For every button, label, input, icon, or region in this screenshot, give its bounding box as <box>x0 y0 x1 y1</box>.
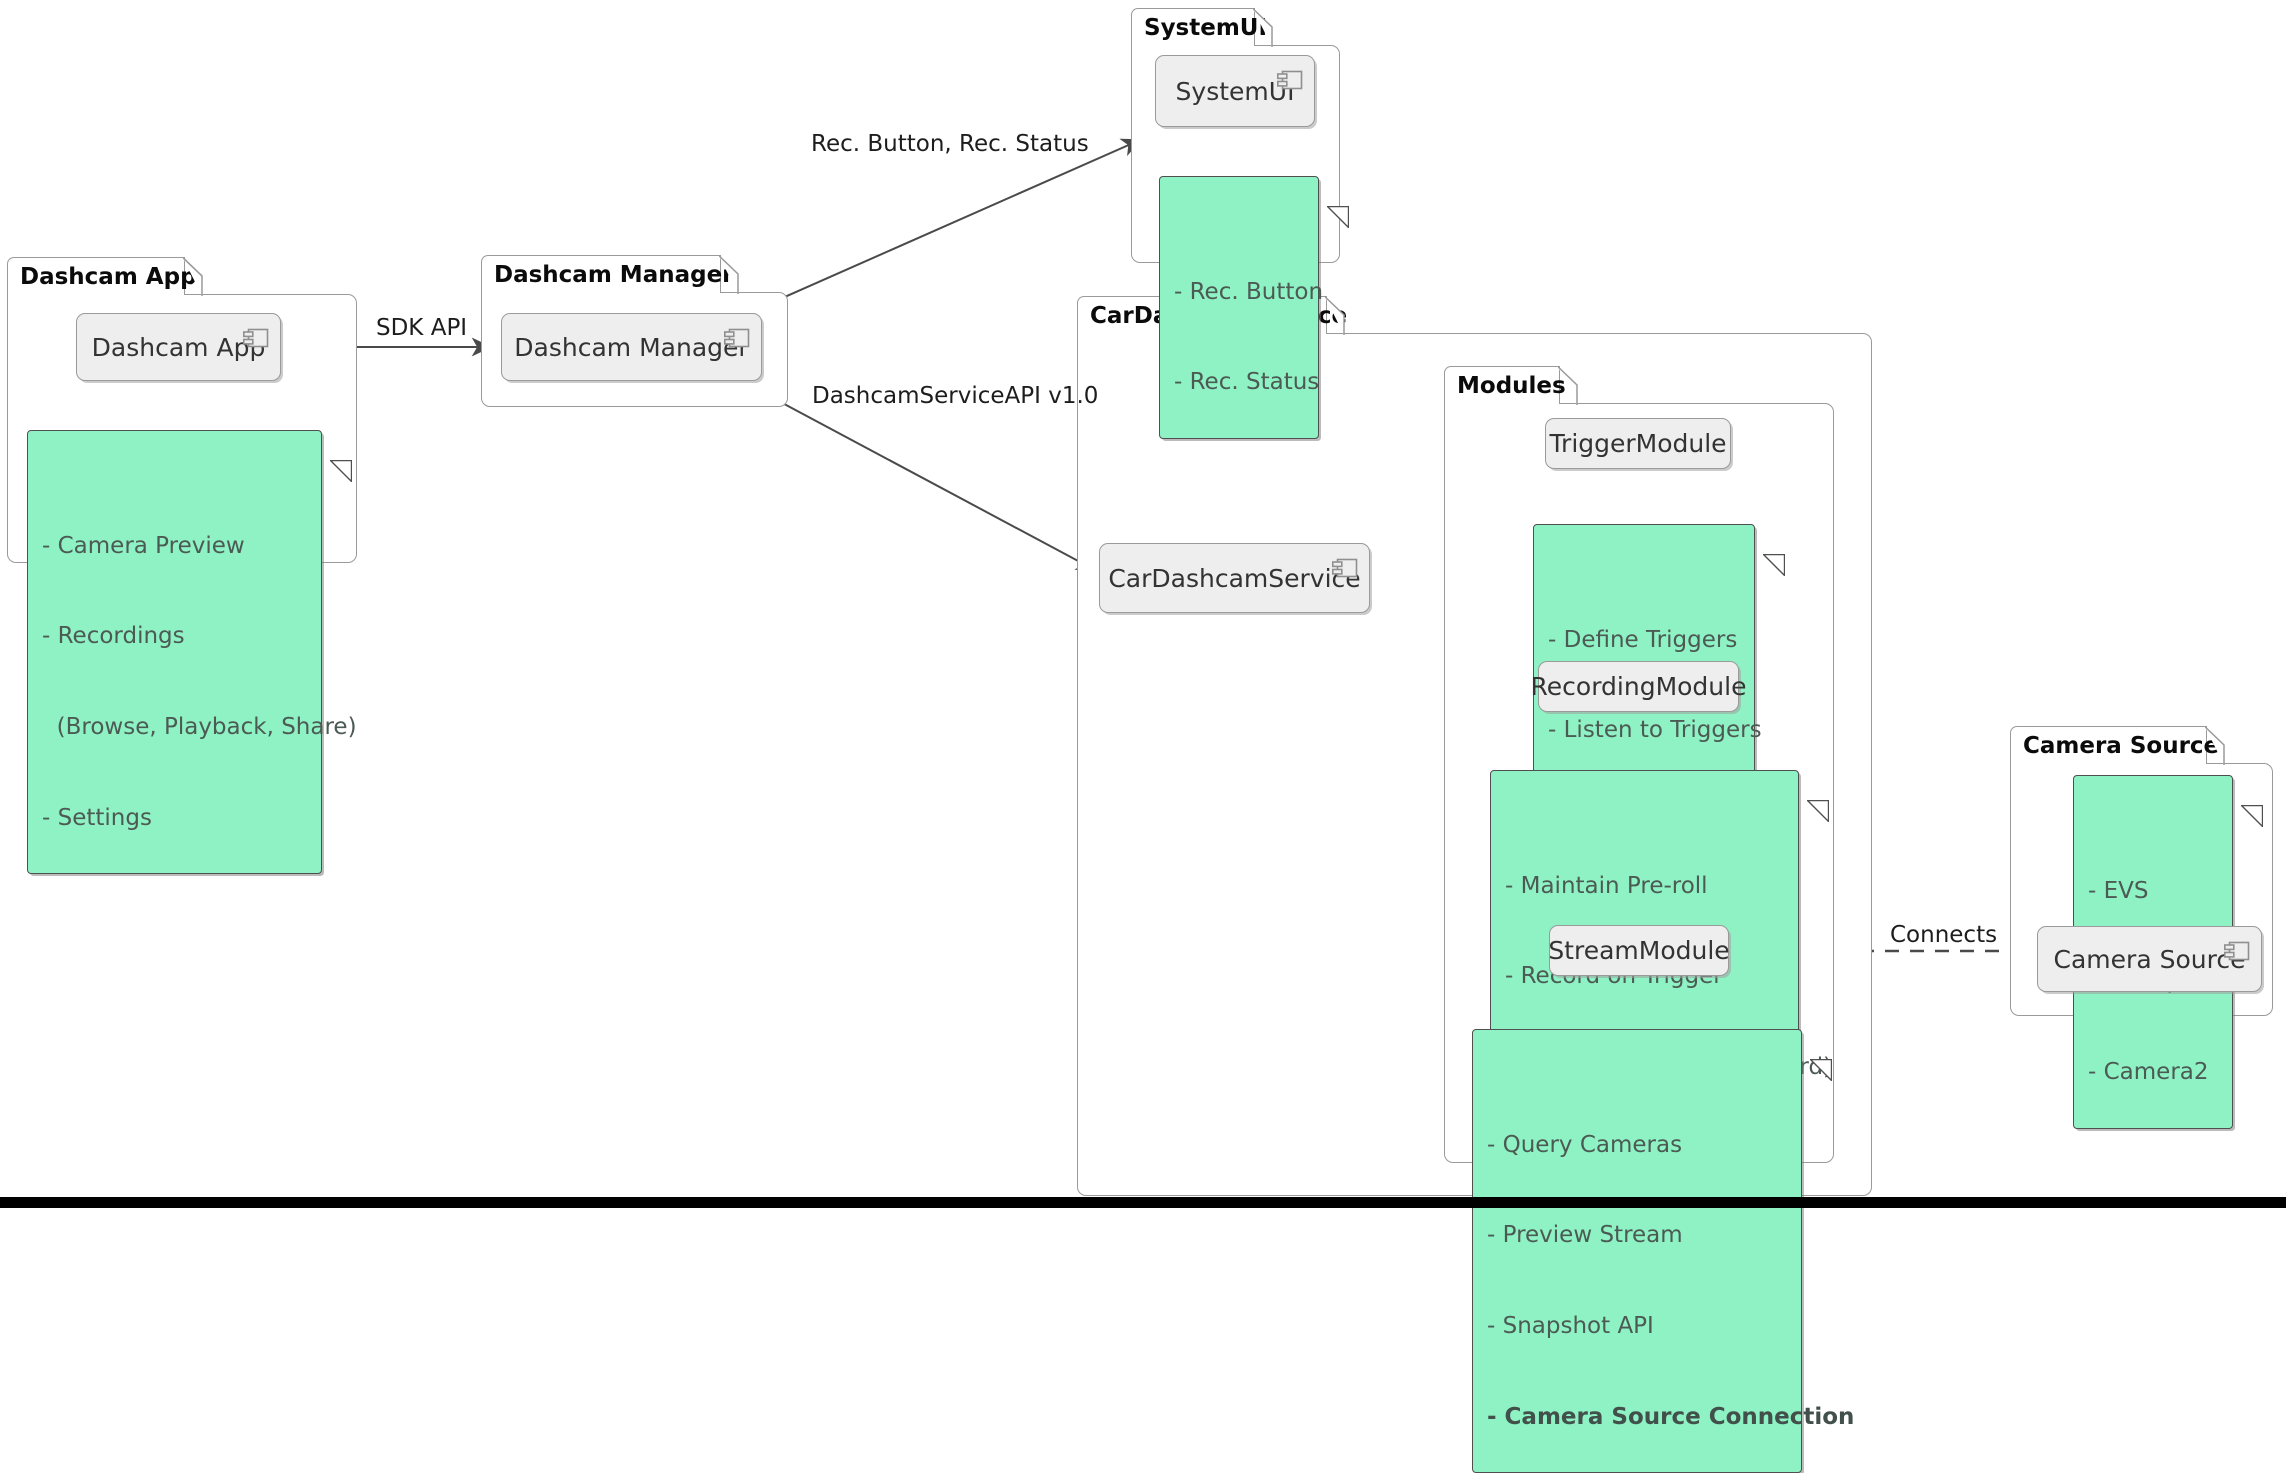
note-fold <box>1298 176 1349 229</box>
component-dashcam-app[interactable]: Dashcam App <box>76 313 281 381</box>
note-system-ui: - Rec. Button - Rec. Status <box>1159 176 1349 439</box>
component-label: RecordingModule <box>1530 672 1747 701</box>
edge-label-rec-button-status: Rec. Button, Rec. Status <box>811 131 1089 157</box>
package-label: Dashcam Manager <box>494 261 734 288</box>
component-stream-module[interactable]: StreamModule <box>1548 925 1730 976</box>
edge-label-sdk-api: SDK API <box>376 315 467 341</box>
edge-label-text: Connects <box>1890 922 1998 948</box>
package-label: SystemUI <box>1144 14 1268 41</box>
component-camera-source[interactable]: Camera Source <box>2037 926 2262 992</box>
note-line: - Listen to Triggers <box>1548 717 1762 744</box>
note-line: - Recordings <box>42 623 185 650</box>
note-fold <box>1781 1029 1832 1082</box>
note-fold <box>1778 770 1829 823</box>
package-title-dashcam-manager: Dashcam Manager <box>481 254 739 294</box>
note-line: - EVS <box>2088 877 2149 904</box>
edge-label-dashcam-service-api: DashcamServiceAPI v1.0 <box>812 383 1098 409</box>
package-label: Modules <box>1457 372 1566 399</box>
package-title-system-ui: SystemUI <box>1131 7 1273 47</box>
note-line: - Rec. Status <box>1174 369 1320 396</box>
component-icon <box>1277 67 1303 90</box>
note-fold <box>301 430 352 483</box>
note-stream-module: - Query Cameras - Preview Stream - Snaps… <box>1472 1029 1855 1473</box>
component-label: CarDashcamService <box>1108 563 1361 593</box>
note-line: - Rec. Button <box>1174 278 1324 305</box>
package-title-modules: Modules <box>1444 365 1578 405</box>
component-trigger-module[interactable]: TriggerModule <box>1545 418 1731 469</box>
package-label: Dashcam App <box>20 263 197 290</box>
edge-label-text: Rec. Button, Rec. Status <box>811 131 1089 157</box>
note-line: - Define Triggers <box>1548 626 1738 653</box>
note-line: (Browse, Playback, Share) <box>42 714 357 741</box>
edge-label-text: DashcamServiceAPI v1.0 <box>812 383 1099 409</box>
note-line: - Snapshot API <box>1487 1313 1654 1340</box>
tab-slope <box>719 254 739 294</box>
edge-rec-button-status <box>727 138 1142 323</box>
component-label: TriggerModule <box>1549 429 1727 458</box>
note-fold <box>2212 775 2263 828</box>
note-line: - Maintain Pre-roll <box>1505 872 1708 899</box>
tab-slope <box>1325 295 1345 335</box>
component-icon <box>2224 938 2250 961</box>
note-line: - Preview Stream <box>1487 1222 1683 1249</box>
package-label: Camera Source <box>2023 732 2220 759</box>
component-icon <box>1332 555 1358 578</box>
tab-slope <box>2205 725 2225 765</box>
component-recording-module[interactable]: RecordingModule <box>1531 661 1746 712</box>
edge-label-text: SDK API <box>376 315 468 341</box>
component-system-ui[interactable]: SystemUI <box>1155 55 1315 127</box>
note-dashcam-app: - Camera Preview - Recordings (Browse, P… <box>27 430 357 875</box>
component-label: StreamModule <box>1548 936 1730 965</box>
component-label: Camera Source <box>2053 944 2246 974</box>
package-title-dashcam-app: Dashcam App <box>7 256 203 296</box>
component-icon <box>243 325 269 348</box>
component-dashcam-manager[interactable]: Dashcam Manager <box>501 313 762 381</box>
edge-label-connects: Connects <box>1890 922 1997 948</box>
note-line: - Camera Preview <box>42 532 245 559</box>
component-car-dashcam-service[interactable]: CarDashcamService <box>1099 543 1370 613</box>
note-line: - Camera2 <box>2088 1059 2209 1086</box>
component-label: Dashcam Manager <box>514 332 749 362</box>
package-title-camera-source: Camera Source <box>2010 725 2225 765</box>
window-bottom-strip <box>0 1197 2286 1208</box>
note-line-bold: - Camera Source Connection <box>1487 1403 1855 1430</box>
tab-slope <box>183 256 203 296</box>
tab-slope <box>1558 365 1578 405</box>
note-line: - Settings <box>42 804 152 831</box>
note-line: - Query Cameras <box>1487 1131 1683 1158</box>
tab-slope <box>1253 7 1273 47</box>
component-icon <box>724 325 750 348</box>
note-fold <box>1734 524 1785 577</box>
edge-dashcam-service-api <box>729 374 1097 571</box>
component-label: Dashcam App <box>91 332 266 362</box>
